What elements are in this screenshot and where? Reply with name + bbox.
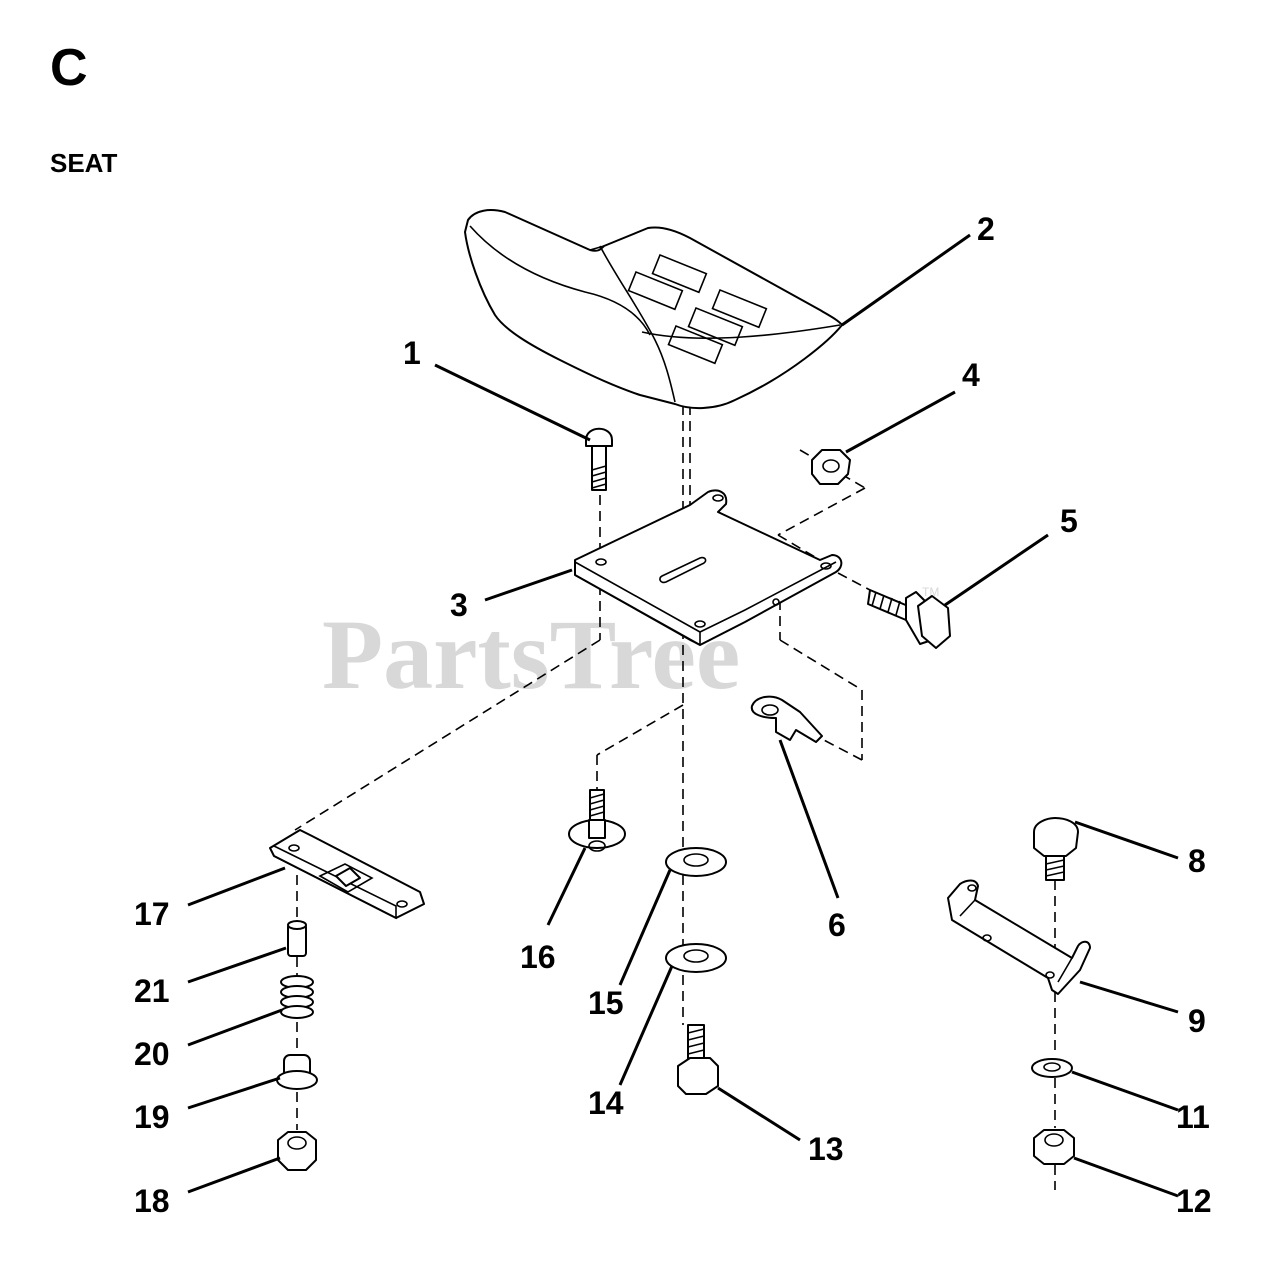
callout-1: 1: [403, 335, 421, 371]
page-title: SEAT: [50, 148, 118, 178]
callout-14: 14: [588, 1085, 624, 1121]
seat-plate: [574, 489, 843, 646]
pin: [287, 920, 307, 957]
callout-6: 6: [828, 907, 846, 943]
callout-21: 21: [134, 973, 170, 1009]
cap-screw: [1033, 817, 1079, 881]
callout-13: 13: [808, 1131, 844, 1167]
callout-2: 2: [977, 211, 995, 247]
watermark-trademark: TM: [922, 585, 939, 599]
seat: [464, 209, 843, 410]
flange-bolt: [867, 589, 951, 649]
callout-5: 5: [1060, 503, 1078, 539]
callout-11: 11: [1176, 1099, 1210, 1135]
spring-clip: [750, 695, 823, 743]
spacer: [276, 1054, 318, 1090]
shoulder-bolt: [568, 789, 626, 852]
angle-bracket: [947, 879, 1091, 995]
leader-lines: [187, 233, 1179, 1198]
washer: [1031, 1058, 1073, 1078]
flat-washer: [665, 847, 727, 877]
callout-12: 12: [1176, 1183, 1212, 1219]
callout-17: 17: [134, 896, 170, 932]
spring: [280, 975, 314, 1019]
flange-nut: [277, 1131, 317, 1171]
lock-washer: [665, 943, 727, 973]
carriage-bolt: [585, 427, 613, 491]
callout-15: 15: [588, 985, 624, 1021]
section-letter: C: [50, 39, 88, 97]
lock-nut: [1033, 1129, 1075, 1165]
callout-4: 4: [962, 357, 980, 393]
hex-nut: [811, 449, 851, 485]
seat-bracket: [269, 829, 425, 920]
callout-19: 19: [134, 1099, 170, 1135]
callout-16: 16: [520, 939, 556, 975]
hex-bolt: [677, 1024, 719, 1095]
callout-18: 18: [134, 1183, 170, 1219]
callout-20: 20: [134, 1036, 170, 1072]
callout-8: 8: [1188, 843, 1206, 879]
callout-3: 3: [450, 587, 468, 623]
callout-9: 9: [1188, 1003, 1206, 1039]
